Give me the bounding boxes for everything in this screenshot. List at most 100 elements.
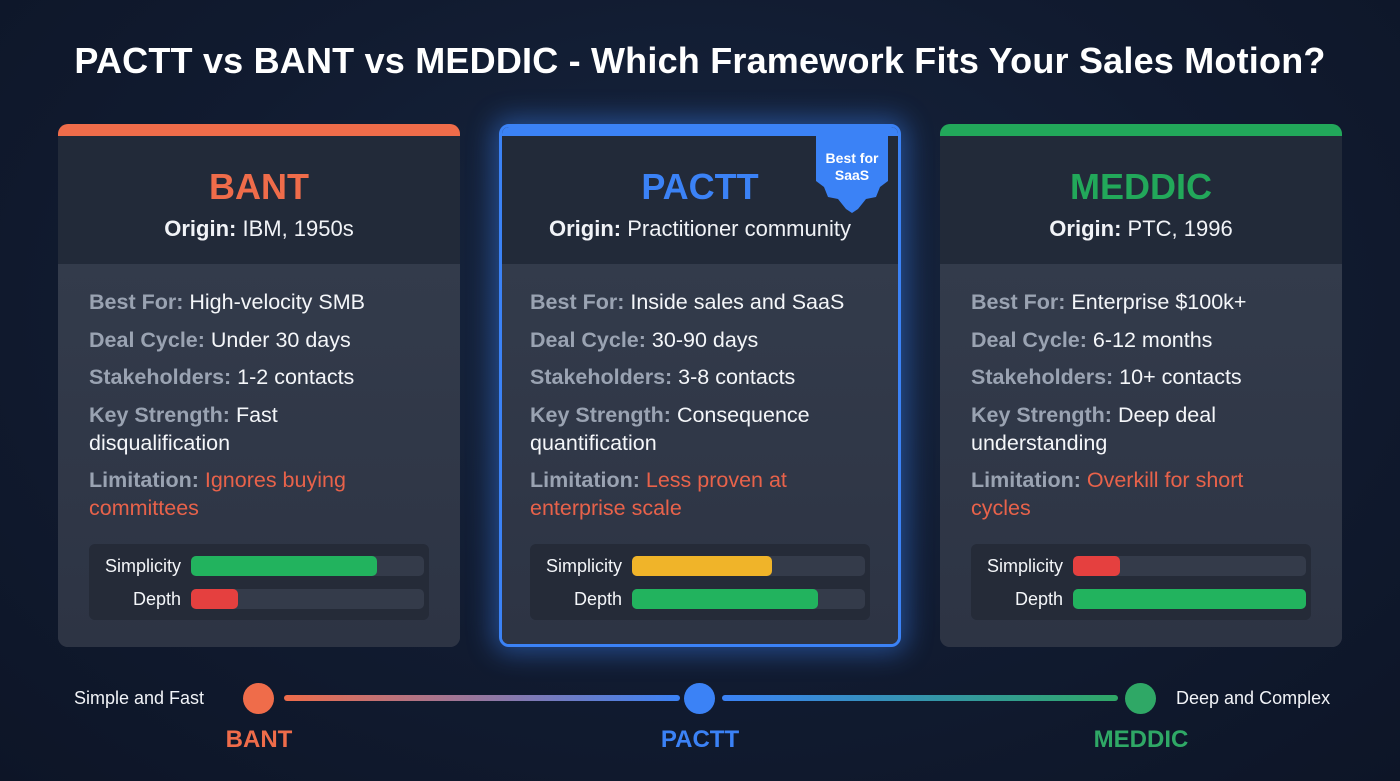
rating-bars: Simplicity Depth	[971, 544, 1311, 620]
rating-bars: Simplicity Depth	[89, 544, 429, 620]
card-meddic: MEDDIC Origin: PTC, 1996 Best For: Enter…	[940, 124, 1342, 647]
origin-label: Origin:	[549, 216, 622, 241]
scale-line-left	[284, 695, 680, 701]
badge-seal-icon	[816, 131, 888, 213]
bar-depth: Depth	[971, 588, 1311, 610]
row-label: Stakeholders:	[89, 365, 232, 389]
row-label: Best For:	[530, 290, 625, 314]
scale-dot-pactt	[684, 683, 715, 714]
card-body: Best For: Enterprise $100k+ Deal Cycle: …	[940, 264, 1342, 647]
accent-bar	[940, 124, 1342, 136]
bar-track	[1073, 556, 1306, 576]
row-deal-cycle: Deal Cycle: 6-12 months	[971, 326, 1318, 354]
attribute-list: Best For: Enterprise $100k+ Deal Cycle: …	[971, 288, 1318, 532]
card-body: Best For: High-velocity SMB Deal Cycle: …	[58, 264, 460, 647]
origin: Origin: PTC, 1996	[940, 216, 1342, 242]
row-best-for: Best For: High-velocity SMB	[89, 288, 436, 316]
accent-bar	[58, 124, 460, 136]
bar-fill	[1073, 589, 1306, 609]
row-value: 3-8 contacts	[678, 365, 796, 389]
card-body: Best For: Inside sales and SaaS Deal Cyc…	[502, 264, 898, 644]
row-label: Limitation:	[530, 468, 640, 492]
scale-name-pactt: PACTT	[660, 726, 740, 753]
accent-bar	[502, 127, 898, 136]
row-label: Best For:	[89, 290, 184, 314]
bar-label: Simplicity	[545, 556, 622, 576]
bar-track	[632, 556, 865, 576]
row-value: Ignores buying committees	[89, 468, 346, 520]
bar-fill	[632, 556, 772, 576]
row-label: Key Strength:	[971, 402, 1112, 427]
row-label: Deal Cycle:	[89, 327, 205, 352]
row-value: Overkill for short cycles	[971, 468, 1244, 520]
card-header	[58, 124, 460, 264]
bar-track	[632, 589, 865, 609]
card-bant: BANT Origin: IBM, 1950s Best For: High-v…	[58, 124, 460, 647]
row-value: 10+ contacts	[1119, 365, 1242, 389]
row-key-strength: Key Strength: Fast disqualification	[89, 401, 299, 457]
bar-fill	[632, 589, 819, 609]
row-value: 30-90 days	[651, 327, 759, 352]
origin-label: Origin:	[1049, 216, 1122, 241]
framework-name: BANT	[209, 166, 309, 207]
row-limitation: Limitation: Overkill for short cycles	[971, 466, 1281, 522]
row-label: Best For:	[971, 290, 1066, 314]
origin-value: IBM, 1950s	[242, 216, 354, 241]
row-value: Deep deal understanding	[971, 402, 1216, 455]
row-deal-cycle: Deal Cycle: Under 30 days	[89, 326, 436, 354]
row-deal-cycle: Deal Cycle: 30-90 days	[530, 326, 874, 354]
bar-simplicity: Simplicity	[89, 555, 429, 577]
row-value: Enterprise $100k+	[1071, 290, 1247, 314]
scale-left-label: Simple and Fast	[74, 688, 205, 708]
origin-value: PTC, 1996	[1127, 216, 1233, 241]
bar-fill	[191, 556, 378, 576]
bar-label: Simplicity	[104, 556, 181, 576]
row-key-strength: Key Strength: Consequence quantification	[530, 401, 830, 457]
origin: Origin: IBM, 1950s	[58, 216, 460, 242]
row-label: Stakeholders:	[971, 365, 1114, 389]
card-header	[940, 124, 1342, 264]
row-limitation: Limitation: Ignores buying committees	[89, 466, 379, 522]
row-value: 6-12 months	[1092, 327, 1213, 352]
row-label: Key Strength:	[89, 402, 230, 427]
origin-value: Practitioner community	[627, 216, 851, 241]
origin-label: Origin:	[164, 216, 237, 241]
row-value: Fast disqualification	[89, 402, 278, 455]
page-title: PACTT vs BANT vs MEDDIC - Which Framewor…	[74, 40, 1326, 81]
row-best-for: Best For: Enterprise $100k+	[971, 288, 1318, 316]
row-label: Key Strength:	[530, 402, 671, 427]
scale-dot-bant	[243, 683, 274, 714]
badge-text: Best for SaaS	[825, 150, 879, 183]
row-stakeholders: Stakeholders: 1-2 contacts	[89, 363, 436, 391]
bar-track	[1073, 589, 1306, 609]
attribute-list: Best For: Inside sales and SaaS Deal Cyc…	[530, 288, 874, 532]
row-label: Limitation:	[89, 468, 199, 492]
row-stakeholders: Stakeholders: 10+ contacts	[971, 363, 1318, 391]
attribute-list: Best For: High-velocity SMB Deal Cycle: …	[89, 288, 436, 532]
bar-track	[191, 556, 424, 576]
bar-depth: Depth	[89, 588, 429, 610]
scale-name-meddic: MEDDIC	[1093, 726, 1189, 753]
bar-label: Depth	[1014, 589, 1063, 609]
bar-fill	[1073, 556, 1120, 576]
card-pactt: PACTT Origin: Practitioner community Bes…	[499, 124, 901, 647]
row-value: Less proven at enterprise scale	[530, 468, 787, 520]
bar-simplicity: Simplicity	[971, 555, 1311, 577]
row-value: 1-2 contacts	[237, 365, 355, 389]
framework-name: MEDDIC	[1070, 166, 1212, 207]
bar-label: Depth	[132, 589, 181, 609]
bar-track	[191, 589, 424, 609]
row-label: Limitation:	[971, 468, 1081, 492]
row-label: Deal Cycle:	[530, 327, 646, 352]
framework-name: PACTT	[641, 166, 759, 207]
row-key-strength: Key Strength: Deep deal understanding	[971, 401, 1241, 457]
scale-right-label: Deep and Complex	[1176, 688, 1331, 708]
scale-name-bant: BANT	[225, 726, 293, 753]
bar-fill	[191, 589, 238, 609]
row-value: Under 30 days	[210, 327, 351, 352]
row-best-for: Best For: Inside sales and SaaS	[530, 288, 874, 316]
bar-depth: Depth	[530, 588, 870, 610]
row-label: Stakeholders:	[530, 365, 673, 389]
bar-label: Depth	[573, 589, 622, 609]
best-for-saas-badge: Best for SaaS	[810, 131, 894, 215]
